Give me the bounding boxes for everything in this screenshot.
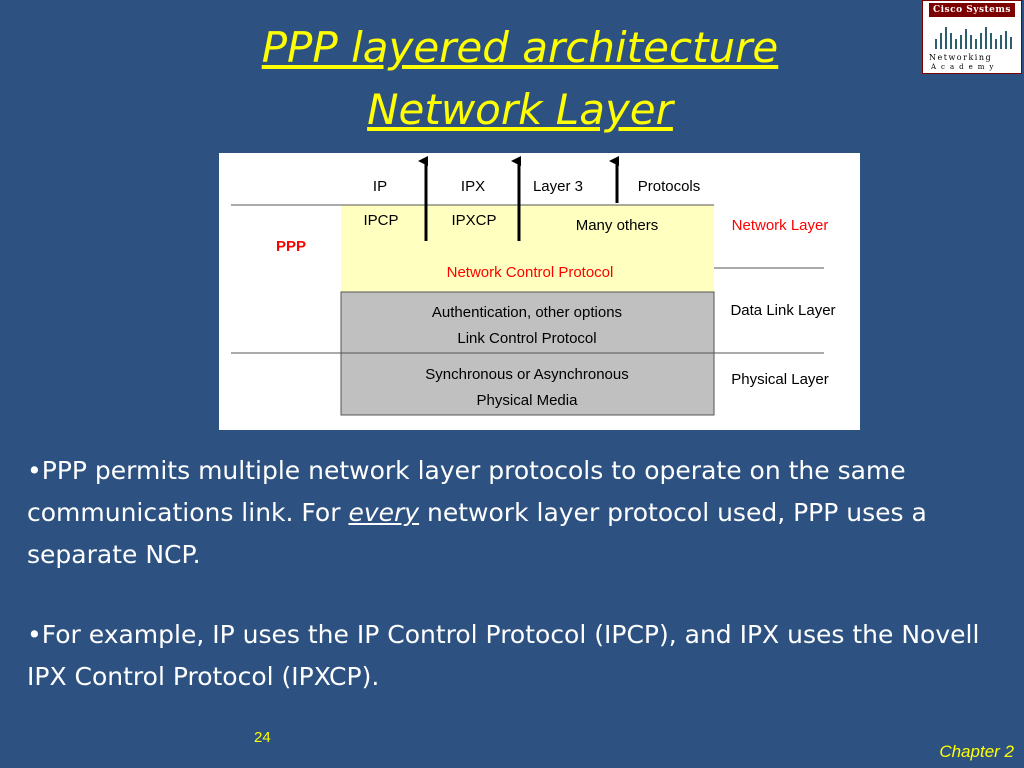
cisco-logo: Cisco Systems Networking Academy: [922, 0, 1022, 74]
physical-line1: Synchronous or Asynchronous: [425, 366, 628, 383]
body-text: •PPP permits multiple network layer prot…: [27, 450, 1017, 698]
logo-brand: Cisco Systems: [929, 3, 1015, 17]
bullet-2: •For example, IP uses the IP Control Pro…: [27, 620, 980, 691]
bullet-1: •PPP permits multiple network layer prot…: [27, 450, 1017, 576]
ncp-name: Network Control Protocol: [447, 264, 614, 281]
lcp-line1: Authentication, other options: [432, 304, 622, 321]
bullet-1-start: •PPP permits multiple network layer prot…: [27, 456, 906, 527]
ppp-architecture-diagram: IP IPX Layer 3 Protocols PPP IPCP IPXCP …: [219, 153, 860, 430]
ncp-many-others: Many others: [576, 217, 659, 234]
layer-network: Network Layer: [732, 217, 829, 234]
slide-title-line2: Network Layer: [367, 85, 673, 134]
header-protocols: Protocols: [638, 178, 701, 195]
layer-datalink: Data Link Layer: [730, 302, 835, 319]
logo-academy: Academy: [931, 63, 999, 71]
lcp-block: [340, 291, 715, 354]
bullet-1-emphasis: every: [348, 498, 420, 527]
header-ip: IP: [373, 178, 387, 195]
logo-networking: Networking: [929, 53, 993, 62]
ncp-block: [341, 205, 714, 292]
header-layer3: Layer 3: [533, 178, 583, 195]
header-ipx: IPX: [461, 178, 485, 195]
physical-line2: Physical Media: [477, 392, 579, 409]
slide-number: 24: [254, 729, 271, 746]
ncp-ipcp: IPCP: [363, 212, 398, 229]
ncp-ipxcp: IPXCP: [451, 212, 496, 229]
slide-title-line1: PPP layered architecture: [261, 23, 779, 72]
ppp-label: PPP: [276, 238, 306, 255]
lcp-line2: Link Control Protocol: [457, 330, 596, 347]
logo-bars-icon: [935, 27, 1012, 49]
layer-physical: Physical Layer: [731, 371, 829, 388]
bullet-1-end: network layer protocol used, PPP uses a …: [27, 498, 927, 569]
chapter-label: Chapter 2: [939, 742, 1014, 761]
